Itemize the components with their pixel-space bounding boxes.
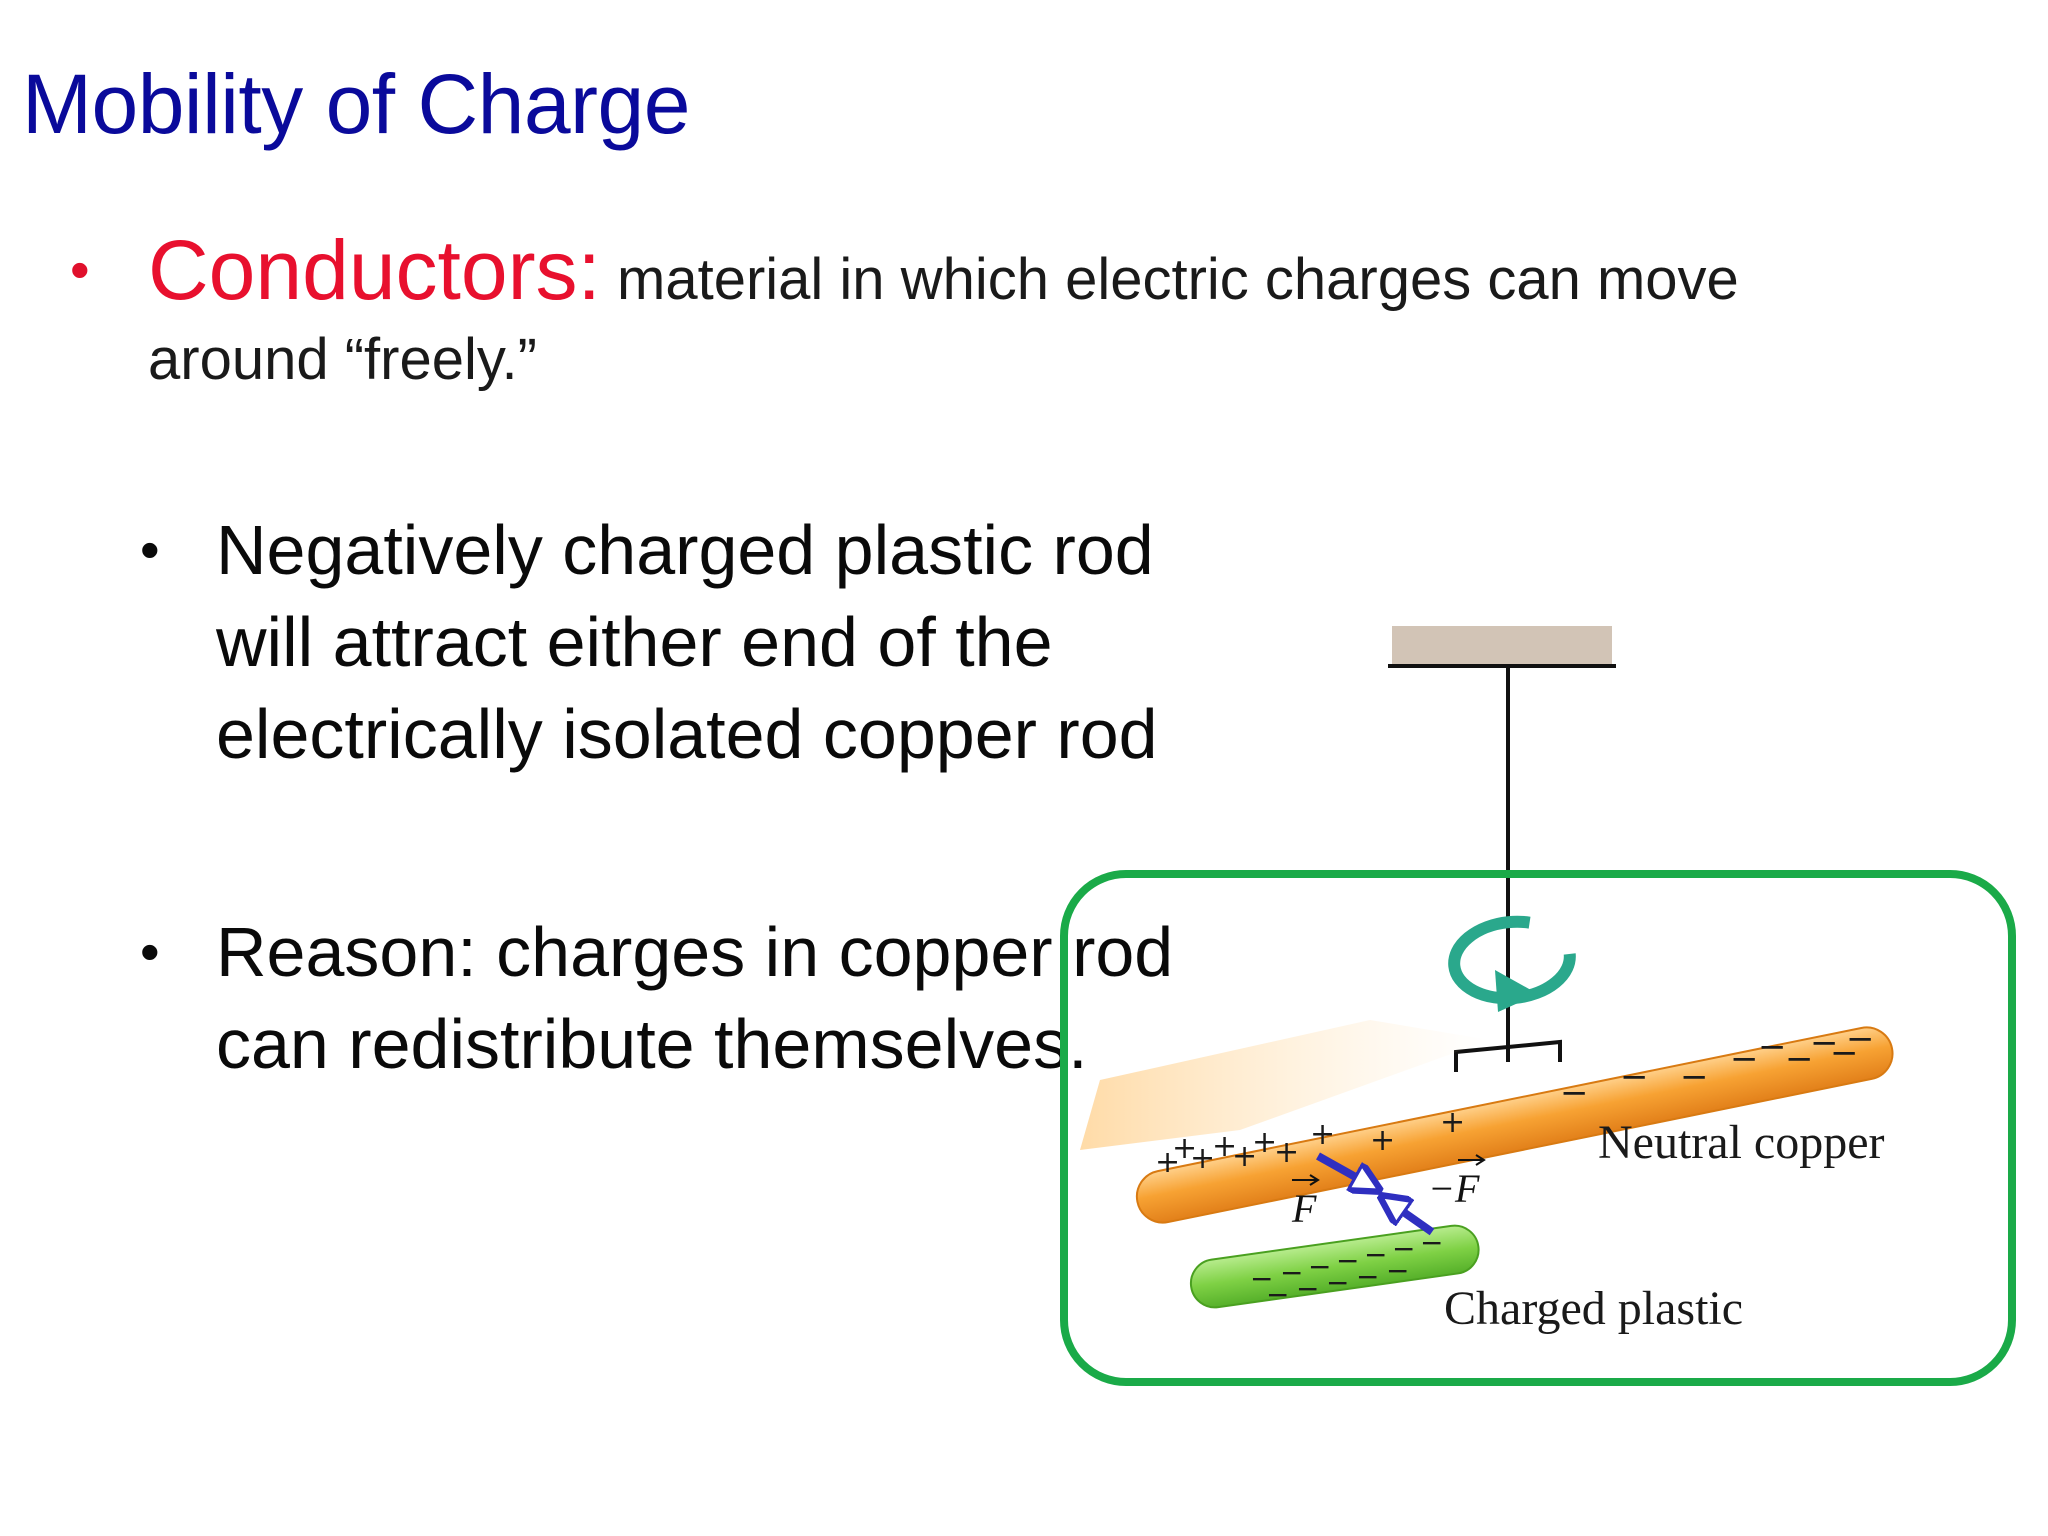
svg-text:−: −	[1250, 1262, 1273, 1295]
sub-bullet-line: will attract either end of the	[216, 603, 1053, 681]
copper-positive-charges: +++ +++ +++ +	[1155, 1105, 1465, 1180]
bullet-dot: •	[140, 518, 160, 581]
term-conductors: Conductors:	[148, 223, 601, 317]
svg-text:−: −	[1356, 1260, 1379, 1293]
svg-text:−: −	[1620, 1057, 1649, 1097]
rotation-arrow-icon	[1448, 915, 1576, 1012]
svg-text:−: −	[1420, 1226, 1443, 1259]
svg-text:+: +	[1172, 1131, 1197, 1166]
svg-text:+: +	[1440, 1105, 1465, 1140]
svg-text:+: +	[1252, 1125, 1277, 1160]
svg-text:−: −	[1730, 1039, 1759, 1079]
svg-text:−: −	[1560, 1073, 1589, 1113]
svg-text:−: −	[1785, 1039, 1814, 1079]
sub-bullet-text: Negatively charged plastic rod will attr…	[216, 504, 1158, 780]
definition-text-cont: around “freely.”	[148, 327, 537, 392]
svg-text:+: +	[1155, 1145, 1180, 1180]
neg-force-label-text: −F	[1428, 1166, 1480, 1211]
plastic-rod	[1189, 1224, 1480, 1309]
neutral-copper-label: Neutral copper	[1598, 1116, 1885, 1169]
svg-text:−: −	[1308, 1250, 1331, 1283]
svg-text:−: −	[1830, 1033, 1859, 1073]
copper-rod	[1135, 1026, 1894, 1224]
force-label-neg-f: −F	[1428, 1154, 1486, 1211]
force-arrow-up	[1392, 1204, 1435, 1236]
svg-text:+: +	[1212, 1129, 1237, 1164]
sub-bullet-line: electrically isolated copper rod	[216, 695, 1158, 773]
svg-text:+: +	[1310, 1117, 1335, 1152]
svg-text:−: −	[1336, 1244, 1359, 1277]
svg-text:−: −	[1296, 1272, 1319, 1305]
bullet-dot: •	[70, 238, 90, 301]
svg-text:−: −	[1392, 1232, 1415, 1265]
charged-plastic-label: Charged plastic	[1444, 1282, 1743, 1335]
plastic-negative-charges: −−− −−− −−− −−−	[1250, 1226, 1443, 1311]
highlight-box	[1060, 870, 2016, 1386]
svg-text:−: −	[1326, 1266, 1349, 1299]
definition-text: material in which electric charges can m…	[600, 247, 1739, 312]
sub-bullet-line: can redistribute themselves.	[216, 1005, 1088, 1083]
svg-text:+: +	[1190, 1141, 1215, 1176]
svg-text:−: −	[1810, 1023, 1839, 1063]
slide-title: Mobility of Charge	[22, 57, 690, 151]
sub-bullet-line: Reason: charges in copper rod	[216, 913, 1174, 991]
copper-negative-charges: −−− −−− −−−	[1560, 1019, 1875, 1113]
bullet-dot: •	[140, 920, 160, 983]
bullet-line-1: Conductors: material in which electric c…	[148, 228, 1739, 313]
svg-text:−: −	[1280, 1256, 1303, 1289]
svg-text:−: −	[1266, 1278, 1289, 1311]
svg-text:+: +	[1274, 1135, 1299, 1170]
force-label-text: F	[1291, 1186, 1317, 1231]
sub-bullet-text: Reason: charges in copper rod can redist…	[216, 906, 1173, 1090]
force-label-f: F	[1291, 1174, 1320, 1231]
svg-text:−: −	[1364, 1238, 1387, 1271]
svg-text:−: −	[1758, 1027, 1787, 1067]
svg-text:+: +	[1232, 1139, 1257, 1174]
copper-glow	[1080, 1020, 1490, 1150]
svg-text:+: +	[1370, 1123, 1395, 1158]
svg-text:−: −	[1680, 1057, 1709, 1097]
rod-bracket	[1454, 1039, 1562, 1072]
ceiling-block	[1392, 626, 1612, 666]
sub-bullet-line: Negatively charged plastic rod	[216, 511, 1154, 589]
svg-text:−: −	[1846, 1019, 1875, 1059]
force-arrow-down	[1316, 1152, 1368, 1184]
copper-rod-diagram: +++ +++ +++ + −−− −−− −−− −−− −−− −−− −−…	[1080, 626, 1894, 1335]
svg-text:−: −	[1386, 1254, 1409, 1287]
